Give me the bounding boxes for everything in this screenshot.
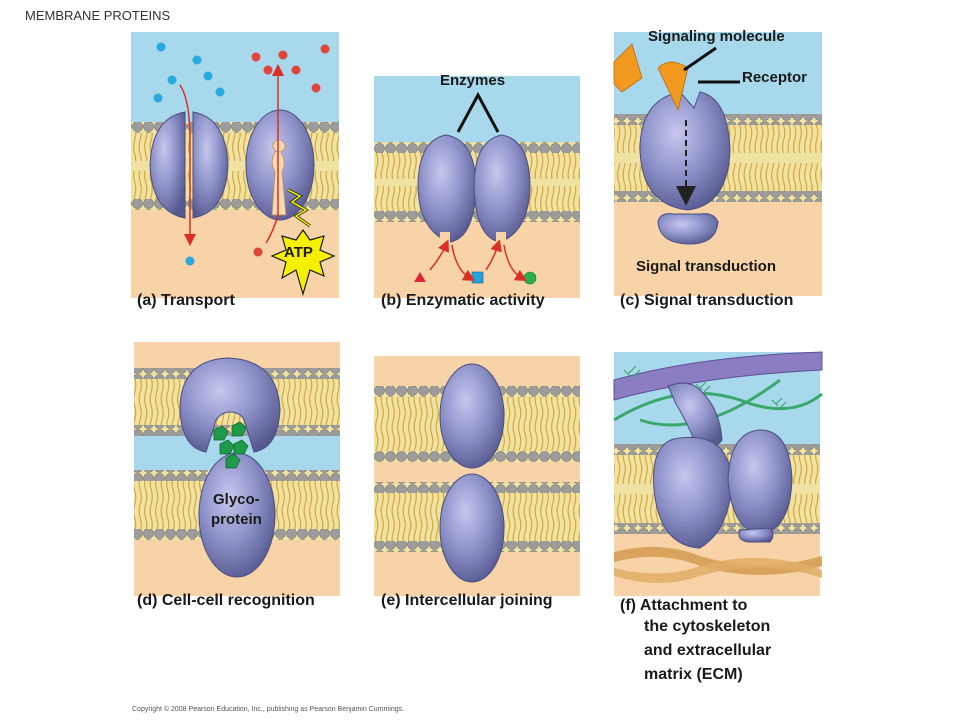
panel-signal-transduction <box>613 32 822 296</box>
extracellular-fluid <box>131 32 339 122</box>
diagram-title: MEMBRANE PROTEINS <box>25 8 171 23</box>
junction-protein-lower <box>439 473 505 583</box>
receptor-label: Receptor <box>742 69 808 86</box>
attachment-protein-left <box>653 436 733 549</box>
caption-enzymatic-activity: (b) Enzymatic activity <box>381 292 545 309</box>
channel-protein <box>149 111 186 219</box>
blue-solutes <box>153 42 225 266</box>
intermediate-square <box>471 271 484 284</box>
enzymes-label: Enzymes <box>440 72 506 89</box>
carbohydrate-chain <box>213 421 249 469</box>
ecm-fiber <box>613 351 823 401</box>
panel-transport <box>131 32 339 298</box>
attachment-protein-right <box>727 429 793 535</box>
caption-cell-recognition: (d) Cell-cell recognition <box>137 592 315 609</box>
atp-label: ATP <box>284 244 313 261</box>
panel-intercellular-joining <box>374 356 580 596</box>
caption-attachment-line1: (f) Attachment to <box>620 597 748 614</box>
caption-transport: (a) Transport <box>137 292 235 309</box>
caption-intercellular-joining: (e) Intercellular joining <box>381 592 553 609</box>
caption-attachment-line4: matrix (ECM) <box>644 666 743 683</box>
red-solutes <box>251 44 330 257</box>
panel-attachment <box>613 351 823 596</box>
copyright-notice: Copyright © 2008 Pearson Education, Inc.… <box>132 706 405 713</box>
recognizing-protein <box>179 357 281 453</box>
cytoskeleton <box>614 546 822 583</box>
glycoprotein-label-line1: Glyco- <box>213 491 260 508</box>
product-circle <box>523 271 537 285</box>
caption-signal-transduction: (c) Signal transduction <box>620 292 794 309</box>
glycoprotein-label-line2: protein <box>211 511 262 528</box>
caption-attachment-line2: the cytoskeleton <box>644 618 771 635</box>
relay-protein <box>657 213 719 245</box>
signal-transduction-label: Signal transduction <box>636 258 777 275</box>
caption-attachment-line3: and extracellular <box>644 642 772 659</box>
junction-protein-upper <box>439 363 505 469</box>
panel-enzymatic <box>374 76 580 298</box>
panel-cell-recognition <box>134 342 340 596</box>
signaling-molecule-label: Signaling molecule <box>648 28 785 45</box>
substrate-triangle <box>414 272 426 282</box>
atp-starburst <box>270 228 336 297</box>
